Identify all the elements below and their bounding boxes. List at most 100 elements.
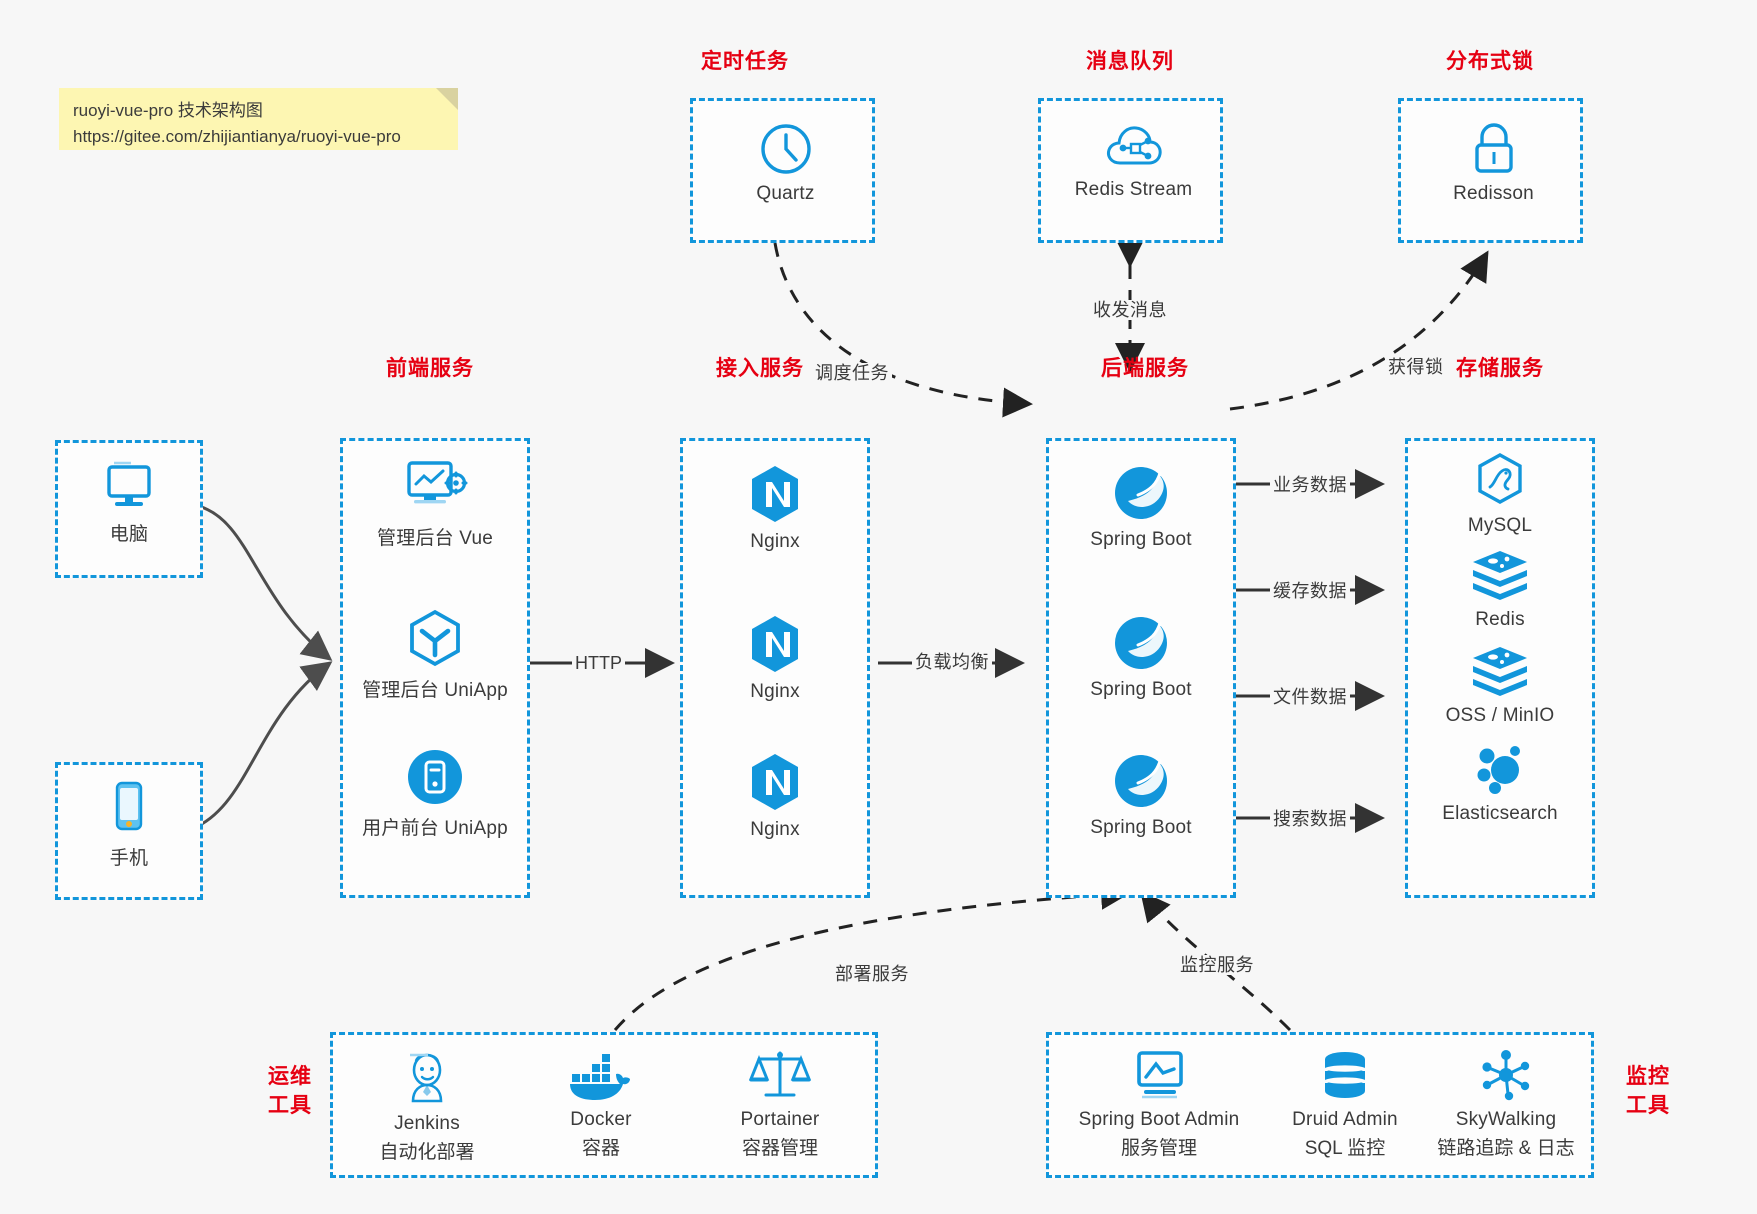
node-mobile[interactable]: 手机 — [58, 779, 200, 870]
group-title-storage: 存储服务 — [1456, 357, 1544, 380]
redis-icon — [1469, 547, 1531, 603]
group-title-scheduler: 定时任务 — [701, 50, 789, 73]
group-title-devops-line1: 运维 — [268, 1065, 312, 1088]
elasticsearch-icon — [1471, 741, 1529, 797]
node-label: Nginx — [750, 681, 800, 702]
node-label: 用户前台 UniApp — [362, 818, 508, 839]
edge-label-load-balance: 负载均衡 — [912, 652, 992, 672]
edge-label-send-receive-message: 收发消息 — [1090, 300, 1170, 320]
group-title-devops-line2: 工具 — [268, 1094, 312, 1117]
node-spring-boot-1[interactable]: Spring Boot — [1049, 463, 1233, 551]
node-label: Jenkins — [394, 1113, 460, 1134]
node-portainer[interactable]: Portainer 容器管理 — [695, 1047, 865, 1160]
group-monitor: Spring Boot Admin 服务管理 — [1046, 1032, 1594, 1178]
node-sublabel: 容器 — [581, 1138, 620, 1159]
spring-boot-icon — [1111, 463, 1171, 523]
node-redis-stream[interactable]: Redis Stream — [1041, 121, 1226, 201]
node-label: Nginx — [750, 531, 800, 552]
node-oss-minio[interactable]: OSS / MinIO — [1408, 643, 1592, 727]
mysql-icon — [1472, 451, 1528, 509]
docker-icon — [568, 1051, 634, 1103]
lock-icon — [1468, 119, 1520, 177]
database-icon — [1317, 1049, 1373, 1103]
node-admin-vue[interactable]: 管理后台 Vue — [343, 457, 527, 550]
node-label: Spring Boot — [1090, 529, 1192, 550]
nginx-icon — [746, 613, 804, 675]
node-label: 电脑 — [109, 524, 149, 545]
group-backend: Spring Boot Spring Boot Spring Boot — [1046, 438, 1236, 898]
dashboard-gear-icon — [402, 457, 468, 517]
group-client-pc: 电脑 — [55, 440, 203, 578]
node-nginx-3[interactable]: Nginx — [683, 751, 867, 841]
node-label: Redis Stream — [1074, 179, 1193, 200]
note-line-2: https://gitee.com/zhijiantianya/ruoyi-vu… — [73, 127, 401, 146]
node-spring-boot-3[interactable]: Spring Boot — [1049, 751, 1233, 839]
edge-label-search-data: 搜索数据 — [1270, 809, 1350, 829]
edge-label-business-data: 业务数据 — [1270, 475, 1350, 495]
node-mysql[interactable]: MySQL — [1408, 451, 1592, 537]
skywalking-icon — [1477, 1047, 1535, 1103]
node-label: Spring Boot — [1090, 817, 1192, 838]
group-scheduler: Quartz — [690, 98, 875, 243]
desktop-icon — [101, 459, 157, 513]
node-label: Druid Admin — [1292, 1109, 1398, 1130]
group-title-frontend: 前端服务 — [386, 357, 474, 380]
group-storage: MySQL Redis — [1405, 438, 1595, 898]
group-lock: Redisson — [1398, 98, 1583, 243]
node-sublabel: SQL 监控 — [1304, 1138, 1386, 1159]
group-client-mobile: 手机 — [55, 762, 203, 900]
node-redis[interactable]: Redis — [1408, 547, 1592, 631]
group-title-lock: 分布式锁 — [1446, 50, 1534, 73]
node-label: Portainer — [740, 1109, 820, 1130]
cloud-stream-icon — [1104, 121, 1164, 173]
mobile-app-icon — [405, 747, 465, 807]
node-label: Docker — [570, 1109, 632, 1130]
group-title-monitor: 监控 工具 — [1608, 1062, 1688, 1120]
edge-label-cache-data: 缓存数据 — [1270, 581, 1350, 601]
node-admin-uniapp[interactable]: 管理后台 UniApp — [343, 607, 527, 702]
node-docker[interactable]: Docker 容器 — [521, 1051, 681, 1160]
redis-icon — [1469, 643, 1531, 699]
clock-icon — [758, 121, 814, 177]
edge-label-http: HTTP — [572, 653, 625, 673]
node-label: 手机 — [109, 848, 149, 869]
cube-icon — [405, 607, 465, 669]
note-line-1: ruoyi-vue-pro 技术架构图 — [73, 101, 263, 120]
note-fold-corner — [436, 88, 458, 110]
jenkins-icon — [398, 1049, 456, 1107]
edge-label-schedule-task: 调度任务 — [812, 363, 892, 383]
node-spring-boot-2[interactable]: Spring Boot — [1049, 613, 1233, 701]
edge-label-acquire-lock: 获得锁 — [1385, 357, 1447, 377]
node-label: Spring Boot Admin — [1078, 1109, 1240, 1130]
node-elasticsearch[interactable]: Elasticsearch — [1408, 741, 1592, 825]
group-title-mq: 消息队列 — [1086, 50, 1174, 73]
node-sublabel: 容器管理 — [741, 1138, 818, 1159]
scales-icon — [748, 1047, 812, 1103]
node-redisson[interactable]: Redisson — [1401, 119, 1586, 205]
node-user-uniapp[interactable]: 用户前台 UniApp — [343, 747, 527, 840]
node-druid-admin[interactable]: Druid Admin SQL 监控 — [1265, 1049, 1425, 1160]
spring-boot-icon — [1111, 613, 1171, 673]
node-nginx-1[interactable]: Nginx — [683, 463, 867, 553]
node-sublabel: 自动化部署 — [379, 1142, 475, 1163]
node-label: Elasticsearch — [1442, 803, 1558, 824]
node-label: SkyWalking — [1455, 1109, 1557, 1130]
spring-boot-icon — [1111, 751, 1171, 811]
edge-label-monitor-service: 监控服务 — [1177, 955, 1257, 975]
node-quartz[interactable]: Quartz — [693, 121, 878, 205]
node-label: Nginx — [750, 819, 800, 840]
group-devops: Jenkins 自动化部署 Docker 容器 — [330, 1032, 878, 1178]
group-gateway: Nginx Nginx Nginx — [680, 438, 870, 898]
node-skywalking[interactable]: SkyWalking 链路追踪 & 日志 — [1417, 1047, 1595, 1160]
nginx-icon — [746, 463, 804, 525]
node-jenkins[interactable]: Jenkins 自动化部署 — [347, 1049, 507, 1164]
edge-label-deploy-service: 部署服务 — [832, 964, 912, 984]
node-pc[interactable]: 电脑 — [58, 459, 200, 546]
node-nginx-2[interactable]: Nginx — [683, 613, 867, 703]
node-sublabel: 服务管理 — [1120, 1138, 1197, 1159]
diagram-note: ruoyi-vue-pro 技术架构图 https://gitee.com/zh… — [59, 88, 458, 150]
node-label: Redis — [1475, 609, 1525, 630]
group-title-monitor-line2: 工具 — [1626, 1094, 1670, 1117]
node-spring-boot-admin[interactable]: Spring Boot Admin 服务管理 — [1059, 1047, 1259, 1160]
